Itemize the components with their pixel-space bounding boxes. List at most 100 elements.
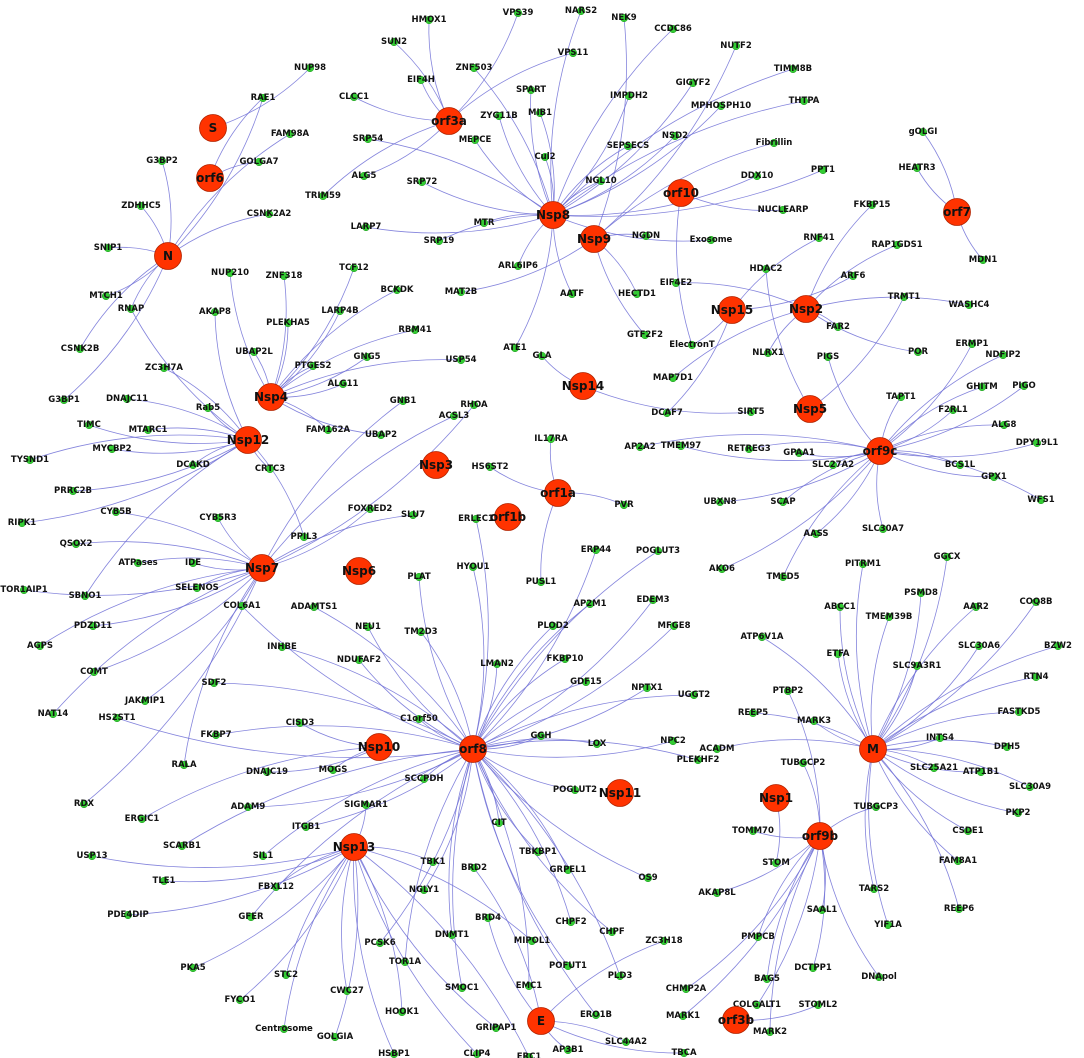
leaf-dot — [717, 564, 727, 574]
leaf-dot — [524, 981, 534, 991]
leaf-node-vps11: VPS11 — [558, 48, 589, 58]
leaf-label: RHOA — [460, 400, 488, 410]
leaf-label: SIGMAR1 — [344, 800, 388, 810]
leaf-node-hyou1: HYOU1 — [456, 562, 489, 572]
leaf-node-stc2: STC2 — [274, 970, 298, 980]
leaf-dot — [955, 460, 965, 470]
leaf-node-ap2a2: AP2A2 — [624, 442, 655, 452]
leaf-label: CHPF — [599, 927, 625, 937]
leaf-label: PDZD11 — [74, 621, 112, 631]
leaf-dot — [375, 938, 385, 948]
edge-nsp13-clip4 — [353, 846, 478, 1055]
leaf-label: ERC1 — [517, 1052, 542, 1058]
leaf-dot — [668, 24, 678, 34]
leaf-dot — [137, 814, 147, 824]
leaf-dot — [494, 111, 504, 121]
leaf-node-mark1: MARK1 — [666, 1011, 700, 1021]
leaf-dot — [468, 562, 478, 572]
leaf-dot — [494, 818, 504, 828]
leaf-node-g3bp2: G3BP2 — [146, 156, 178, 166]
leaf-dot — [712, 888, 722, 898]
leaf-dot — [376, 430, 386, 440]
leaf-label: BCS1L — [945, 460, 976, 470]
leaf-dot — [892, 240, 902, 250]
leaf-dot — [835, 602, 845, 612]
leaf-label: TLE1 — [153, 876, 176, 886]
hub-circle — [606, 779, 634, 807]
leaf-node-nup98: NUP98 — [294, 63, 326, 73]
leaf-dot — [456, 355, 466, 365]
edge-orf8-scarb1 — [181, 748, 474, 847]
leaf-dot — [449, 411, 459, 421]
leaf-label: PIGO — [1012, 381, 1036, 391]
hub-circle — [199, 114, 227, 142]
leaf-dot — [211, 730, 221, 740]
edge-m-rtn4 — [872, 676, 1037, 750]
leaf-dot — [330, 1032, 340, 1042]
edge-orf8-dnmt1 — [448, 748, 474, 936]
leaf-dot — [689, 690, 699, 700]
leaf-label: EMC1 — [516, 981, 543, 991]
leaf-node-pdzd11: PDZD11 — [74, 621, 112, 631]
leaf-dot — [748, 708, 758, 718]
leaf-label: CCDC86 — [654, 24, 692, 34]
hub-node-orf10: orf10 — [663, 179, 699, 207]
leaf-label: JAKMIP1 — [124, 696, 165, 706]
leaf-dot — [935, 733, 945, 743]
leaf-node-hs6st2: HS6ST2 — [472, 462, 509, 472]
leaf-dot — [591, 545, 601, 555]
edge-nsp8-timm8b — [552, 68, 794, 216]
leaf-dot — [328, 765, 338, 775]
leaf-dot — [567, 289, 577, 299]
hub-circle — [494, 503, 522, 531]
leaf-label: AAR2 — [963, 602, 989, 612]
leaf-node-mipol1: MIPOL1 — [514, 936, 550, 946]
leaf-dot — [111, 507, 121, 517]
hub-label: orf1a — [540, 486, 576, 500]
leaf-node-pigs: PIGS — [817, 352, 840, 362]
leaf-label: ZYG11B — [480, 111, 518, 121]
leaf-node-arf6: ARF6 — [841, 271, 866, 281]
edge-nsp7-pdzd11 — [92, 567, 263, 627]
leaf-label: TIMC — [77, 420, 101, 430]
leaf-node-ptges2: PTGES2 — [295, 361, 332, 371]
edge-orf8-ngly1 — [423, 748, 474, 891]
hub-node-n: N — [154, 242, 182, 270]
leaf-node-uggt2: UGGT2 — [678, 690, 711, 700]
leaf-node-psmd8: PSMD8 — [904, 588, 938, 598]
leaf-node-ubap2l: UBAP2L — [235, 347, 273, 357]
leaf-label: TRIM59 — [305, 191, 341, 201]
leaf-label: AASS — [803, 529, 828, 539]
leaf-label: ERGIC1 — [125, 814, 160, 824]
leaf-label: GOLGA7 — [239, 157, 278, 167]
leaf-label: GRPEL1 — [550, 865, 587, 875]
leaf-node-tbk1: TBK1 — [421, 857, 446, 867]
leaf-dot — [264, 209, 274, 219]
leaf-node-brd4: BRD4 — [475, 913, 501, 923]
leaf-node-mycbp2: MYCBP2 — [92, 444, 131, 454]
hub-node-nsp3: Nsp3 — [419, 451, 453, 479]
leaf-label: AKAP8L — [698, 888, 736, 898]
leaf-dot — [546, 434, 556, 444]
edge-nsp13-mipol1 — [353, 846, 533, 942]
leaf-label: RALA — [171, 760, 197, 770]
leaf-dot — [621, 1037, 631, 1047]
leaf-label: STC2 — [274, 970, 298, 980]
leaf-label: VPS11 — [558, 48, 589, 58]
leaf-node-sil1: SIL1 — [253, 851, 274, 861]
leaf-node-ddx10: DDX10 — [741, 171, 774, 181]
leaf-dot — [591, 1010, 601, 1020]
leaf-dot — [615, 971, 625, 981]
edge-orf9b-colgalt1 — [756, 835, 821, 1006]
leaf-label: ALG11 — [328, 379, 359, 389]
leaf-label: COL6A1 — [223, 601, 260, 611]
leaf-label: Fibrillin — [756, 138, 793, 148]
edge-orf8-neu1 — [367, 626, 474, 750]
leaf-dot — [858, 559, 868, 569]
leaf-label: SELENOS — [175, 583, 219, 593]
leaf-label: INTS4 — [926, 733, 954, 743]
leaf-label: SEPSECS — [607, 141, 650, 151]
leaf-node-dcakd: DCAKD — [176, 460, 210, 470]
leaf-node-washc4: WASHC4 — [949, 300, 990, 310]
